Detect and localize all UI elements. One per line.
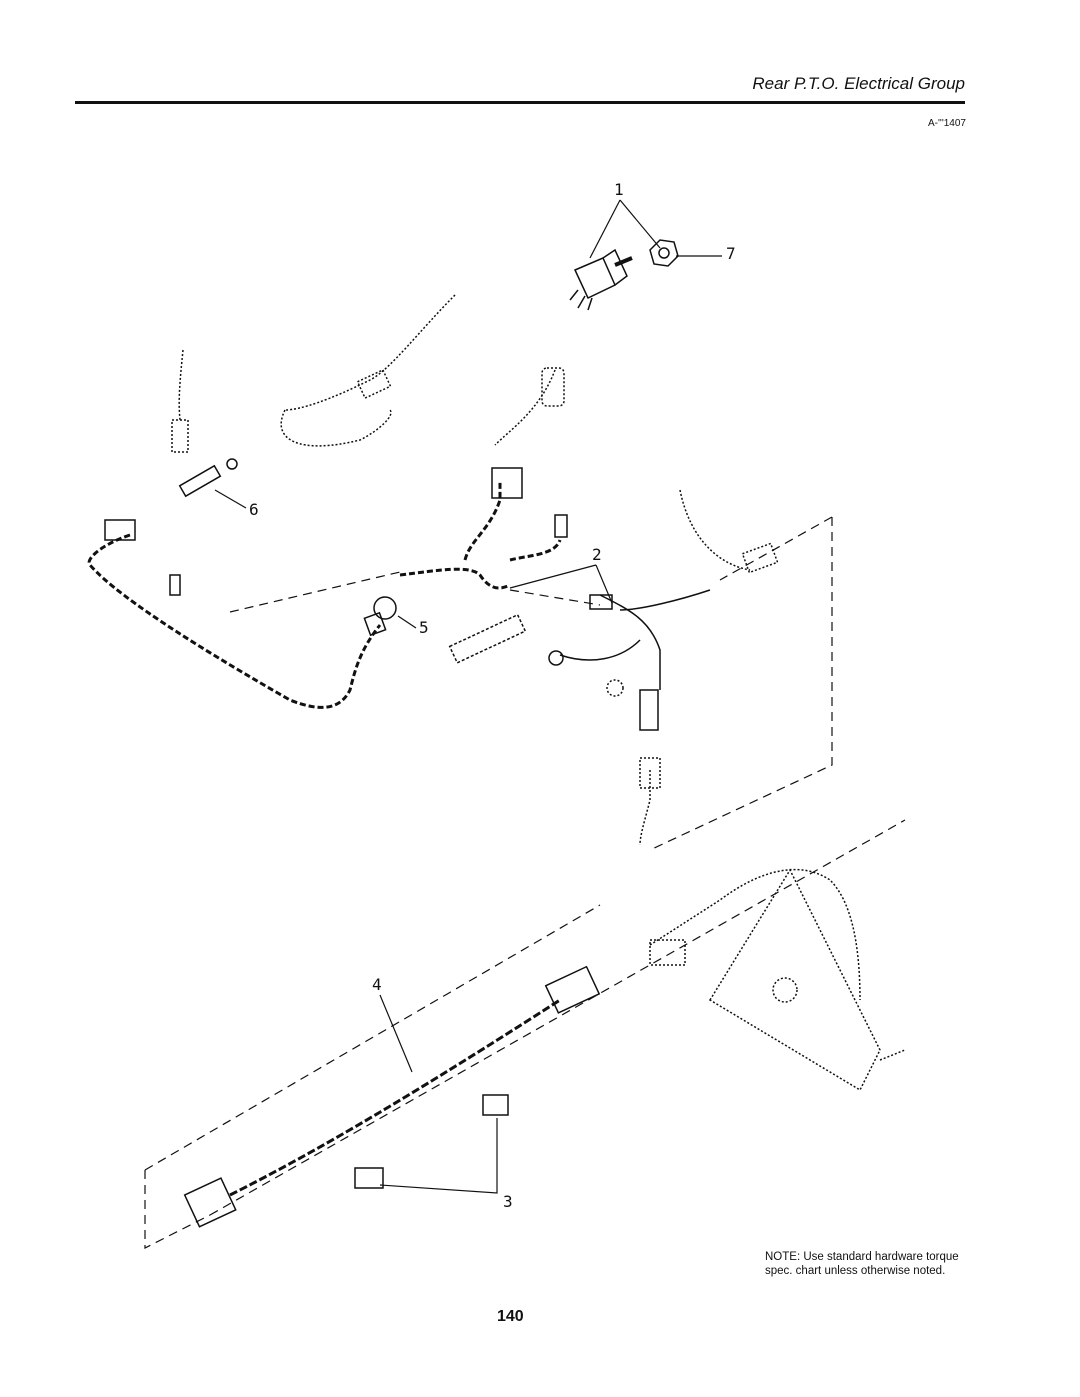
pto-harness <box>87 480 562 709</box>
page-number: 140 <box>497 1308 524 1325</box>
assembly-guide-lines <box>144 516 906 1249</box>
callout-4: 4 <box>372 975 382 994</box>
callout-5: 5 <box>419 618 429 637</box>
callout-6: 6 <box>249 500 259 519</box>
harness-connectors <box>104 467 711 731</box>
pto-sensor <box>448 613 527 664</box>
adapter-connectors <box>183 965 601 1228</box>
adapter-harness <box>229 998 561 1197</box>
toggle-switch <box>569 248 633 311</box>
callout-1: 1 <box>614 180 624 199</box>
section-title: Rear P.T.O. Electrical Group <box>752 74 965 93</box>
callout-7: 7 <box>726 244 736 263</box>
figure-reference: A-'''1407 <box>928 118 966 129</box>
torque-note: NOTE: Use standard hardware torque spec.… <box>765 1251 959 1277</box>
callout-3: 3 <box>503 1192 513 1211</box>
existing-harness-dotted <box>171 294 906 1092</box>
lamp-bulb <box>363 596 397 637</box>
header-rule <box>75 101 965 104</box>
hex-nut <box>649 239 679 267</box>
leader-lines <box>214 199 722 1194</box>
fuse-holder <box>178 458 238 498</box>
callout-2: 2 <box>592 545 602 564</box>
